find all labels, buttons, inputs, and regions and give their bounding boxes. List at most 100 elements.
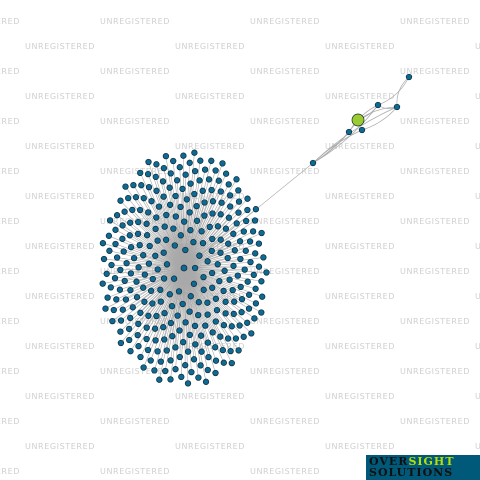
leaf-node <box>155 203 163 210</box>
leaf-node <box>144 346 152 354</box>
leaf-node <box>205 353 212 361</box>
leaf-node <box>199 239 207 247</box>
leaf-node <box>212 369 219 377</box>
leaf-node <box>263 269 270 276</box>
leaf-node <box>148 198 155 205</box>
watermark-text: UNREGISTERED <box>100 417 171 426</box>
leaf-node <box>187 293 194 300</box>
leaf-node <box>127 270 135 277</box>
hub-leaf-edge <box>183 241 251 269</box>
leaf-node <box>190 238 197 246</box>
leaf-node <box>217 333 224 340</box>
leaf-node <box>235 198 243 205</box>
hub-leaf-edge <box>183 195 231 269</box>
watermark-text: UNREGISTERED <box>25 142 96 151</box>
leaf-node <box>222 310 229 317</box>
leaf-node <box>228 359 235 367</box>
leaf-node <box>230 310 237 318</box>
leaf-node <box>122 183 129 190</box>
hub-leaf-edge <box>183 243 259 269</box>
leaf-node <box>172 192 179 200</box>
leaf-node <box>186 308 193 315</box>
leaf-node <box>258 229 265 237</box>
leaf-node <box>222 298 229 305</box>
watermark-text: UNREGISTERED <box>25 392 96 401</box>
leaf-node <box>162 367 169 375</box>
leaf-node <box>126 336 133 344</box>
leaf-node <box>233 176 240 183</box>
leaf-node <box>227 203 234 210</box>
chain-node <box>358 126 366 134</box>
leaf-node <box>219 346 226 354</box>
nodes-group <box>99 73 413 387</box>
leaf-node <box>145 183 153 191</box>
oversight-solutions-logo: OVERSIGHT SOLUTIONS <box>366 455 480 480</box>
hub-leaf-edge <box>175 267 185 370</box>
watermark-text: UNREGISTERED <box>0 167 21 176</box>
watermark-text: UNREGISTERED <box>475 342 480 351</box>
watermark-text: UNREGISTERED <box>325 92 396 101</box>
watermark-text: UNREGISTERED <box>25 442 96 451</box>
leaf-node <box>193 217 201 224</box>
leaf-node <box>171 242 178 249</box>
leaf-node <box>240 228 247 235</box>
leaf-node <box>127 314 134 322</box>
watermark-text: UNREGISTERED <box>0 117 21 126</box>
leaf-node <box>243 217 250 225</box>
leaf-node <box>252 250 259 257</box>
leaf-node <box>175 288 183 295</box>
leaf-node <box>130 254 138 262</box>
leaf-node <box>196 177 203 184</box>
leaf-node <box>99 280 106 287</box>
bridge-edge <box>361 106 398 131</box>
leaf-node <box>122 296 130 303</box>
leaf-node <box>208 247 215 255</box>
watermark-text: UNREGISTERED <box>175 92 246 101</box>
watermark-text: UNREGISTERED <box>0 17 21 26</box>
watermark-text: UNREGISTERED <box>0 217 21 226</box>
leaf-node <box>228 323 235 330</box>
leaf-node <box>111 274 119 282</box>
leaf-node <box>133 278 140 285</box>
hub-leaf-edge <box>122 225 185 269</box>
leaf-node <box>160 164 168 172</box>
leaf-node <box>112 240 119 248</box>
leaf-node <box>127 244 135 251</box>
leaf-node <box>127 286 134 294</box>
leaf-node <box>238 309 245 316</box>
watermark-text: UNREGISTERED <box>100 467 171 476</box>
leaf-node <box>166 201 174 208</box>
watermark-text: UNREGISTERED <box>25 92 96 101</box>
leaf-node <box>103 270 110 277</box>
leaf-node <box>221 267 228 274</box>
leaf-node <box>137 309 144 316</box>
hub-leaf-edge <box>183 184 229 269</box>
hub-leaf-edge <box>183 267 216 348</box>
leaf-node <box>206 223 213 231</box>
hub-leaf-edge <box>114 267 185 279</box>
leaf-node <box>180 338 187 346</box>
leaf-node <box>173 177 181 184</box>
leaf-node <box>119 235 126 242</box>
leaf-node <box>135 320 142 328</box>
leaf-node <box>163 261 171 268</box>
leaf-node <box>235 347 242 354</box>
watermark-text: UNREGISTERED <box>475 292 480 301</box>
leaf-node <box>110 306 117 314</box>
leaf-node <box>237 283 244 291</box>
leaf-node <box>152 173 159 181</box>
hub-leaf-edge <box>183 267 201 366</box>
leaf-node <box>105 232 113 239</box>
leaf-node <box>217 188 224 195</box>
leaf-node <box>209 210 216 217</box>
watermark-text: UNREGISTERED <box>175 142 246 151</box>
chain-node <box>345 128 353 136</box>
leaf-node <box>144 170 152 178</box>
leaf-node <box>260 254 267 261</box>
hub-leaf-edge <box>115 243 185 269</box>
leaf-node <box>179 185 186 193</box>
leaf-node <box>251 315 258 322</box>
leaf-node <box>209 198 217 205</box>
hub-leaf-edge <box>135 197 185 269</box>
leaf-node <box>163 347 170 354</box>
